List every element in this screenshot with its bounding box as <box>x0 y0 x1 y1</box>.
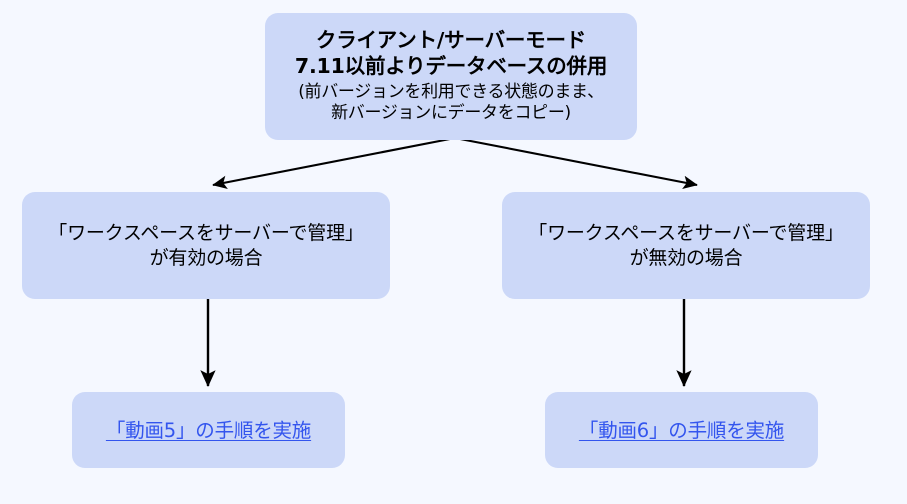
condition-disabled-line-1: 「ワークスペースをサーバーで管理」 <box>528 221 844 244</box>
link-video5-procedure[interactable]: 「動画5」の手順を実施 <box>105 418 312 442</box>
node-video5-procedure[interactable]: 「動画5」の手順を実施 <box>72 392 345 468</box>
node-video6-procedure[interactable]: 「動画6」の手順を実施 <box>545 392 818 468</box>
root-note-line-2: 新バージョンにデータをコピー) <box>331 103 571 124</box>
link-video6-procedure[interactable]: 「動画6」の手順を実施 <box>578 418 785 442</box>
condition-enabled-line-1: 「ワークスペースをサーバーで管理」 <box>48 221 364 244</box>
condition-disabled-line-2: が無効の場合 <box>629 247 743 269</box>
node-workspace-server-managed-enabled: 「ワークスペースをサーバーで管理」 が有効の場合 <box>22 192 390 299</box>
node-workspace-server-managed-disabled: 「ワークスペースをサーバーで管理」 が無効の場合 <box>502 192 870 299</box>
condition-enabled-line-2: が有効の場合 <box>149 247 263 269</box>
connector-root-to-disabled <box>454 136 698 189</box>
connector-root-to-enabled <box>212 136 456 189</box>
root-note-line-1: (前バージョンを利用できる状態のまま、 <box>298 82 604 103</box>
node-client-server-mode: クライアント/サーバーモード 7.11以前よりデータベースの併用 (前バージョン… <box>265 13 637 140</box>
root-title-line-2: 7.11以前よりデータベースの併用 <box>294 53 608 78</box>
root-title-line-1: クライアント/サーバーモード <box>315 27 587 52</box>
